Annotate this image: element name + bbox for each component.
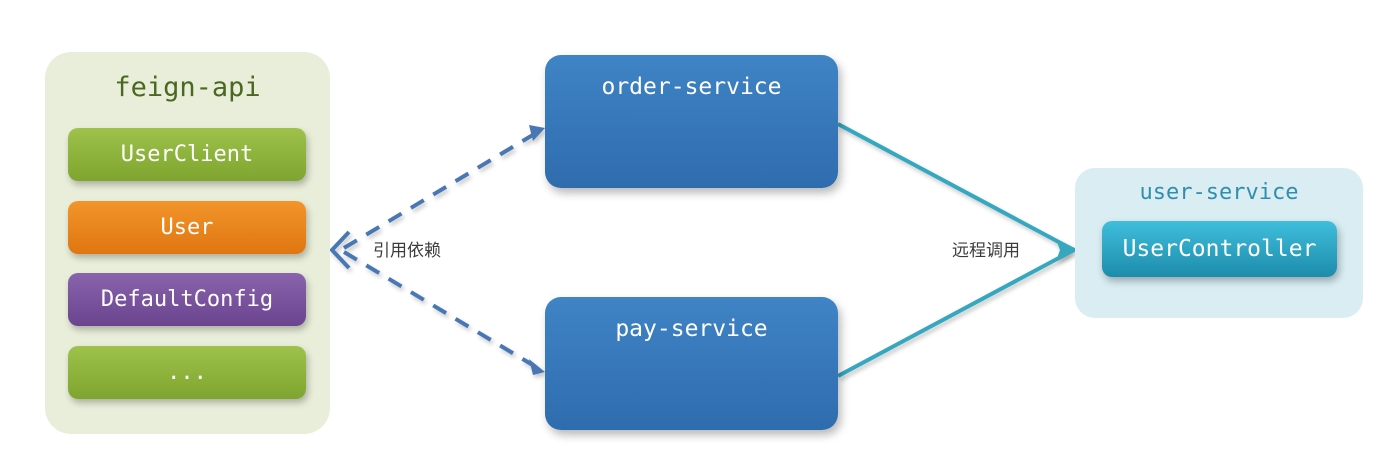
feign-api-title: feign-api	[114, 72, 261, 103]
order-service-label: order-service	[601, 74, 782, 100]
pay-service-box[interactable]: pay-service	[545, 297, 838, 430]
remote-call-edge-label: 远程调用	[952, 241, 1020, 261]
feign-api-item-label: UserClient	[120, 142, 254, 167]
dependency-edge-label: 引用依赖	[373, 241, 441, 261]
user-controller-box[interactable]: UserController	[1102, 221, 1337, 277]
feign-api-item-userclient[interactable]: UserClient	[68, 128, 306, 181]
remote-call-arrowhead	[1056, 239, 1079, 261]
order-service-box[interactable]: order-service	[545, 55, 838, 188]
remote-call-edge-pay	[837, 250, 1071, 378]
dependency-edge-pay	[342, 250, 545, 375]
pay-service-label: pay-service	[615, 316, 768, 342]
feign-api-item-label: User	[160, 215, 214, 240]
user-service-title: user-service	[1139, 180, 1299, 205]
feign-api-item-more[interactable]: ...	[68, 346, 306, 399]
feign-api-item-user[interactable]: User	[68, 201, 306, 254]
feign-api-item-label: DefaultConfig	[100, 287, 274, 312]
feign-api-item-label: ...	[167, 360, 207, 385]
dependency-edge-order	[342, 125, 545, 250]
user-controller-label: UserController	[1122, 236, 1317, 262]
remote-call-edge-order	[837, 122, 1071, 250]
user-service-panel: user-service UserController	[1075, 168, 1363, 318]
feign-api-panel: feign-api UserClient User DefaultConfig …	[45, 52, 330, 434]
dependency-arrowhead-feign	[329, 230, 351, 270]
feign-api-item-defaultconfig[interactable]: DefaultConfig	[68, 273, 306, 326]
